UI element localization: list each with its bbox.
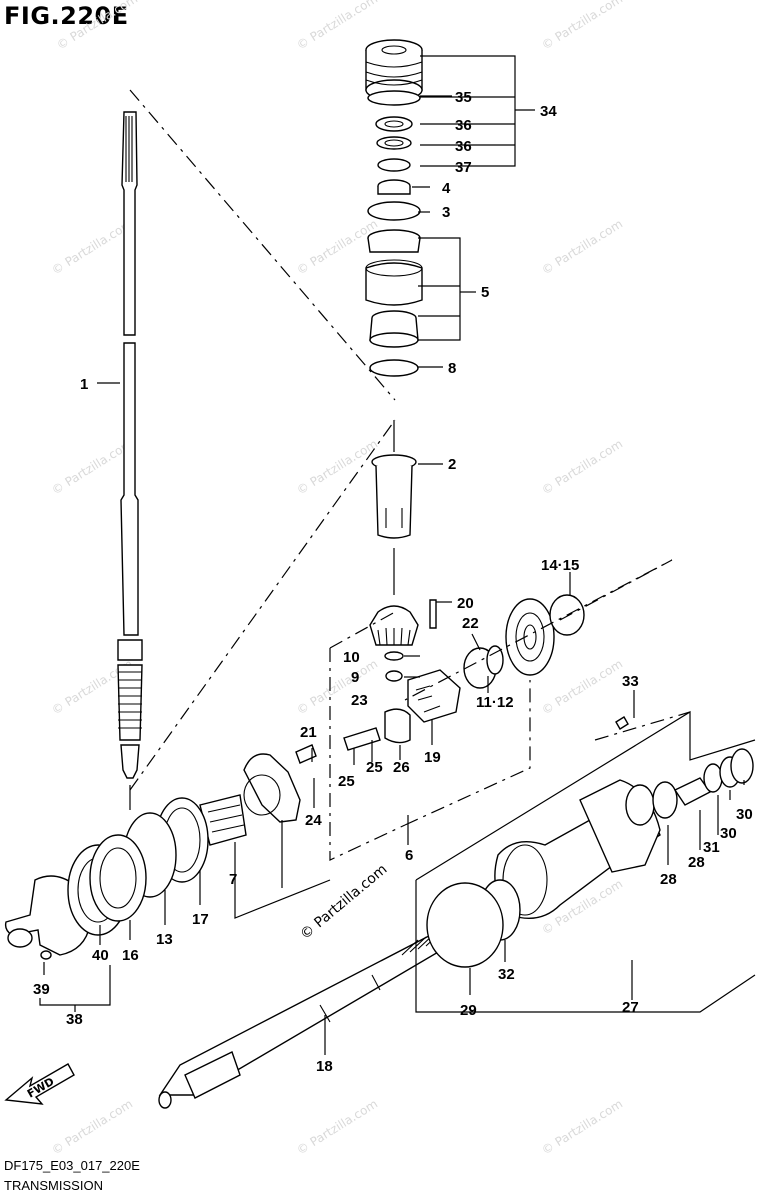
callout-8: 8 [448, 360, 456, 377]
watermark: © Partzilla.com [54, 0, 140, 53]
callout-30: 30 [736, 806, 753, 823]
callout-labels: 1 35 34 36 36 37 4 3 5 8 2 14·15 20 22 1… [33, 89, 753, 1075]
callout-21: 21 [300, 724, 317, 741]
propeller-shaft [158, 924, 464, 1109]
fwd-label: FWD [25, 1075, 56, 1101]
callout-16: 16 [122, 947, 139, 964]
pinion-gear [369, 605, 419, 682]
callout-5: 5 [481, 284, 489, 301]
callout-17: 17 [192, 911, 209, 928]
callout-1: 1 [80, 376, 88, 393]
watermark: © Partzilla.com [539, 437, 625, 498]
callout-33: 33 [622, 673, 639, 690]
watermark: © Partzilla.com [294, 437, 380, 498]
callout-28: 28 [688, 854, 705, 871]
forward-gear [123, 727, 381, 898]
callout-25: 25 [366, 759, 383, 776]
watermark: © Partzilla.com [539, 217, 625, 278]
callout-19: 19 [424, 749, 441, 766]
callout-32: 32 [498, 966, 515, 983]
callout-3: 3 [442, 204, 450, 221]
clutch-dog [384, 599, 461, 744]
reverse-gear [463, 594, 585, 689]
callout-13: 13 [156, 931, 173, 948]
callout-22: 22 [462, 615, 479, 632]
callout-31: 31 [703, 839, 720, 856]
callout-20: 20 [457, 595, 474, 612]
callout-36: 36 [455, 138, 472, 155]
assembly-line [129, 419, 396, 791]
callout-26: 26 [393, 759, 410, 776]
callout-27: 27 [622, 999, 639, 1016]
callout-37: 37 [455, 159, 472, 176]
watermark: © Partzilla.com [539, 0, 625, 53]
figure-title: FIG.220E [4, 2, 129, 30]
callout-35: 35 [455, 89, 472, 106]
callout-28: 28 [660, 871, 677, 888]
bearing-housing-assembly [365, 39, 423, 377]
forward-direction-arrow: FWD [4, 1063, 75, 1105]
watermark: © Partzilla.com [49, 437, 135, 498]
callout-25: 25 [338, 773, 355, 790]
callout-38: 38 [66, 1011, 83, 1028]
callout-18: 18 [316, 1058, 333, 1075]
watermark: © Partzilla.com [539, 657, 625, 718]
propeller-shaft-housing [426, 716, 754, 968]
watermark-center: © Partzilla.com [297, 861, 390, 943]
watermark: © Partzilla.com [294, 0, 380, 53]
callout-7: 7 [229, 871, 237, 888]
callout-14-15: 14·15 [541, 557, 579, 574]
callout-23: 23 [351, 692, 368, 709]
callout-30: 30 [720, 825, 737, 842]
callout-9: 9 [351, 669, 359, 686]
callout-39: 39 [33, 981, 50, 998]
callout-34: 34 [540, 103, 557, 120]
assembly-brackets [39, 55, 756, 1055]
callout-4: 4 [442, 180, 451, 197]
callout-11-12: 11·12 [476, 694, 514, 711]
assembly-line [129, 89, 396, 401]
watermark: © Partzilla.com [294, 1097, 380, 1158]
watermark: © Partzilla.com [49, 1097, 135, 1158]
watermark: © Partzilla.com [539, 1097, 625, 1158]
figure-code: DF175_E03_017_220E [4, 1158, 140, 1173]
callout-10: 10 [343, 649, 360, 666]
figure-name: TRANSMISSION [4, 1178, 103, 1193]
callout-24: 24 [305, 812, 322, 829]
drive-shaft [117, 111, 143, 810]
callout-6: 6 [405, 847, 413, 864]
callout-2: 2 [448, 456, 456, 473]
sleeve [371, 420, 417, 595]
front-bearing-housing [4, 834, 147, 960]
watermark: © Partzilla.com [49, 217, 135, 278]
callout-36: 36 [455, 117, 472, 134]
callout-29: 29 [460, 1002, 477, 1019]
callout-40: 40 [92, 947, 109, 964]
